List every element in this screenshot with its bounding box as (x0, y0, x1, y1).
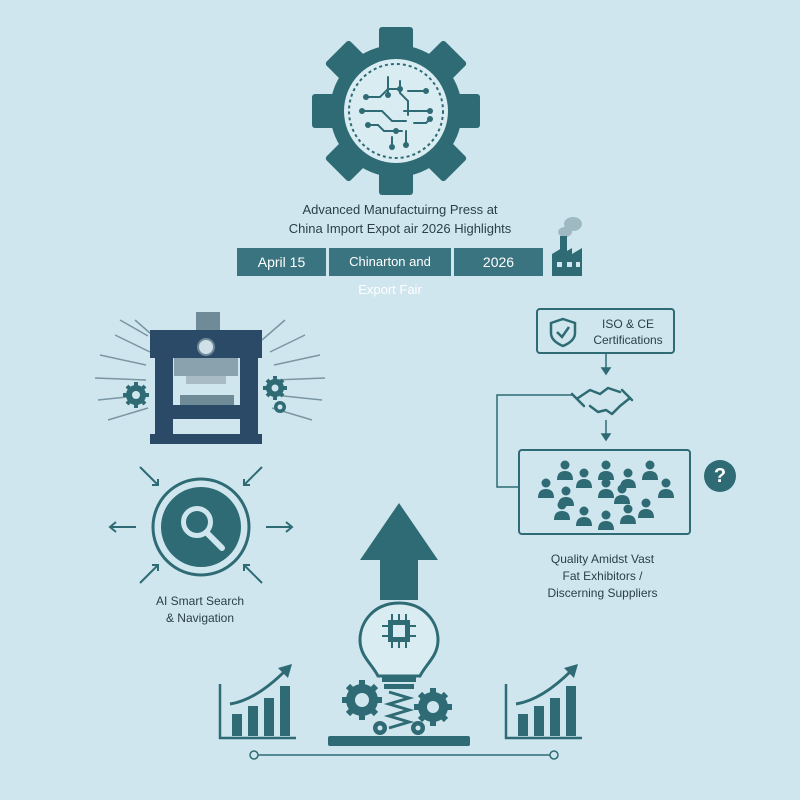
person-icon (620, 504, 636, 524)
person-icon (576, 506, 592, 526)
page-title: Advanced Manufactuirng Press at China Im… (200, 200, 600, 238)
factory-icon (552, 217, 582, 276)
quality-line-2: Fat Exhibitors / (562, 569, 643, 583)
person-icon (558, 486, 574, 506)
search-icon (108, 466, 294, 584)
question-mark: ? (713, 465, 727, 487)
person-icon (598, 510, 614, 530)
growth-chart-icon (218, 664, 296, 740)
person-icon (557, 460, 573, 480)
person-icon (638, 498, 654, 518)
person-icon (538, 478, 554, 498)
question-icon (704, 460, 736, 492)
title-line-1: Advanced Manufactuirng Press at (302, 202, 498, 217)
quality-line-3: Discerning Suppliers (547, 586, 658, 600)
person-icon (576, 468, 592, 488)
certification-label: ISO & CE Certifications (584, 316, 672, 348)
certification-line-1: ISO & CE (601, 317, 654, 331)
quality-line-1: Quality Amidst Vast (550, 552, 655, 566)
search-caption: AI Smart Search & Navigation (120, 593, 280, 627)
person-icon (614, 484, 630, 504)
search-line-1: AI Smart Search (155, 594, 245, 608)
banner-date: April 15 (237, 248, 326, 276)
banner-fair: Chinarton and Export Fair (329, 248, 451, 297)
up-arrow-icon (360, 503, 438, 600)
banner-year: 2026 (454, 248, 543, 276)
certification-line-2: Certifications (593, 333, 663, 347)
title-line-2: China Import Expot air 2026 Highlights (288, 221, 512, 236)
person-icon (554, 500, 570, 520)
lightbulb-chip-icon (328, 601, 470, 746)
people-group-icon (518, 449, 691, 535)
person-icon (642, 460, 658, 480)
gear-circuit-icon (312, 27, 480, 195)
person-icon (598, 460, 614, 480)
quality-caption: Quality Amidst Vast Fat Exhibitors / Dis… (500, 551, 705, 602)
person-icon (658, 478, 674, 498)
handshake-icon (570, 386, 634, 416)
shield-check-icon (549, 317, 577, 348)
hydraulic-press-icon (94, 312, 326, 444)
growth-chart-icon (504, 664, 582, 740)
person-icon (598, 478, 614, 498)
search-line-2: & Navigation (165, 611, 235, 625)
timeline (249, 750, 559, 760)
